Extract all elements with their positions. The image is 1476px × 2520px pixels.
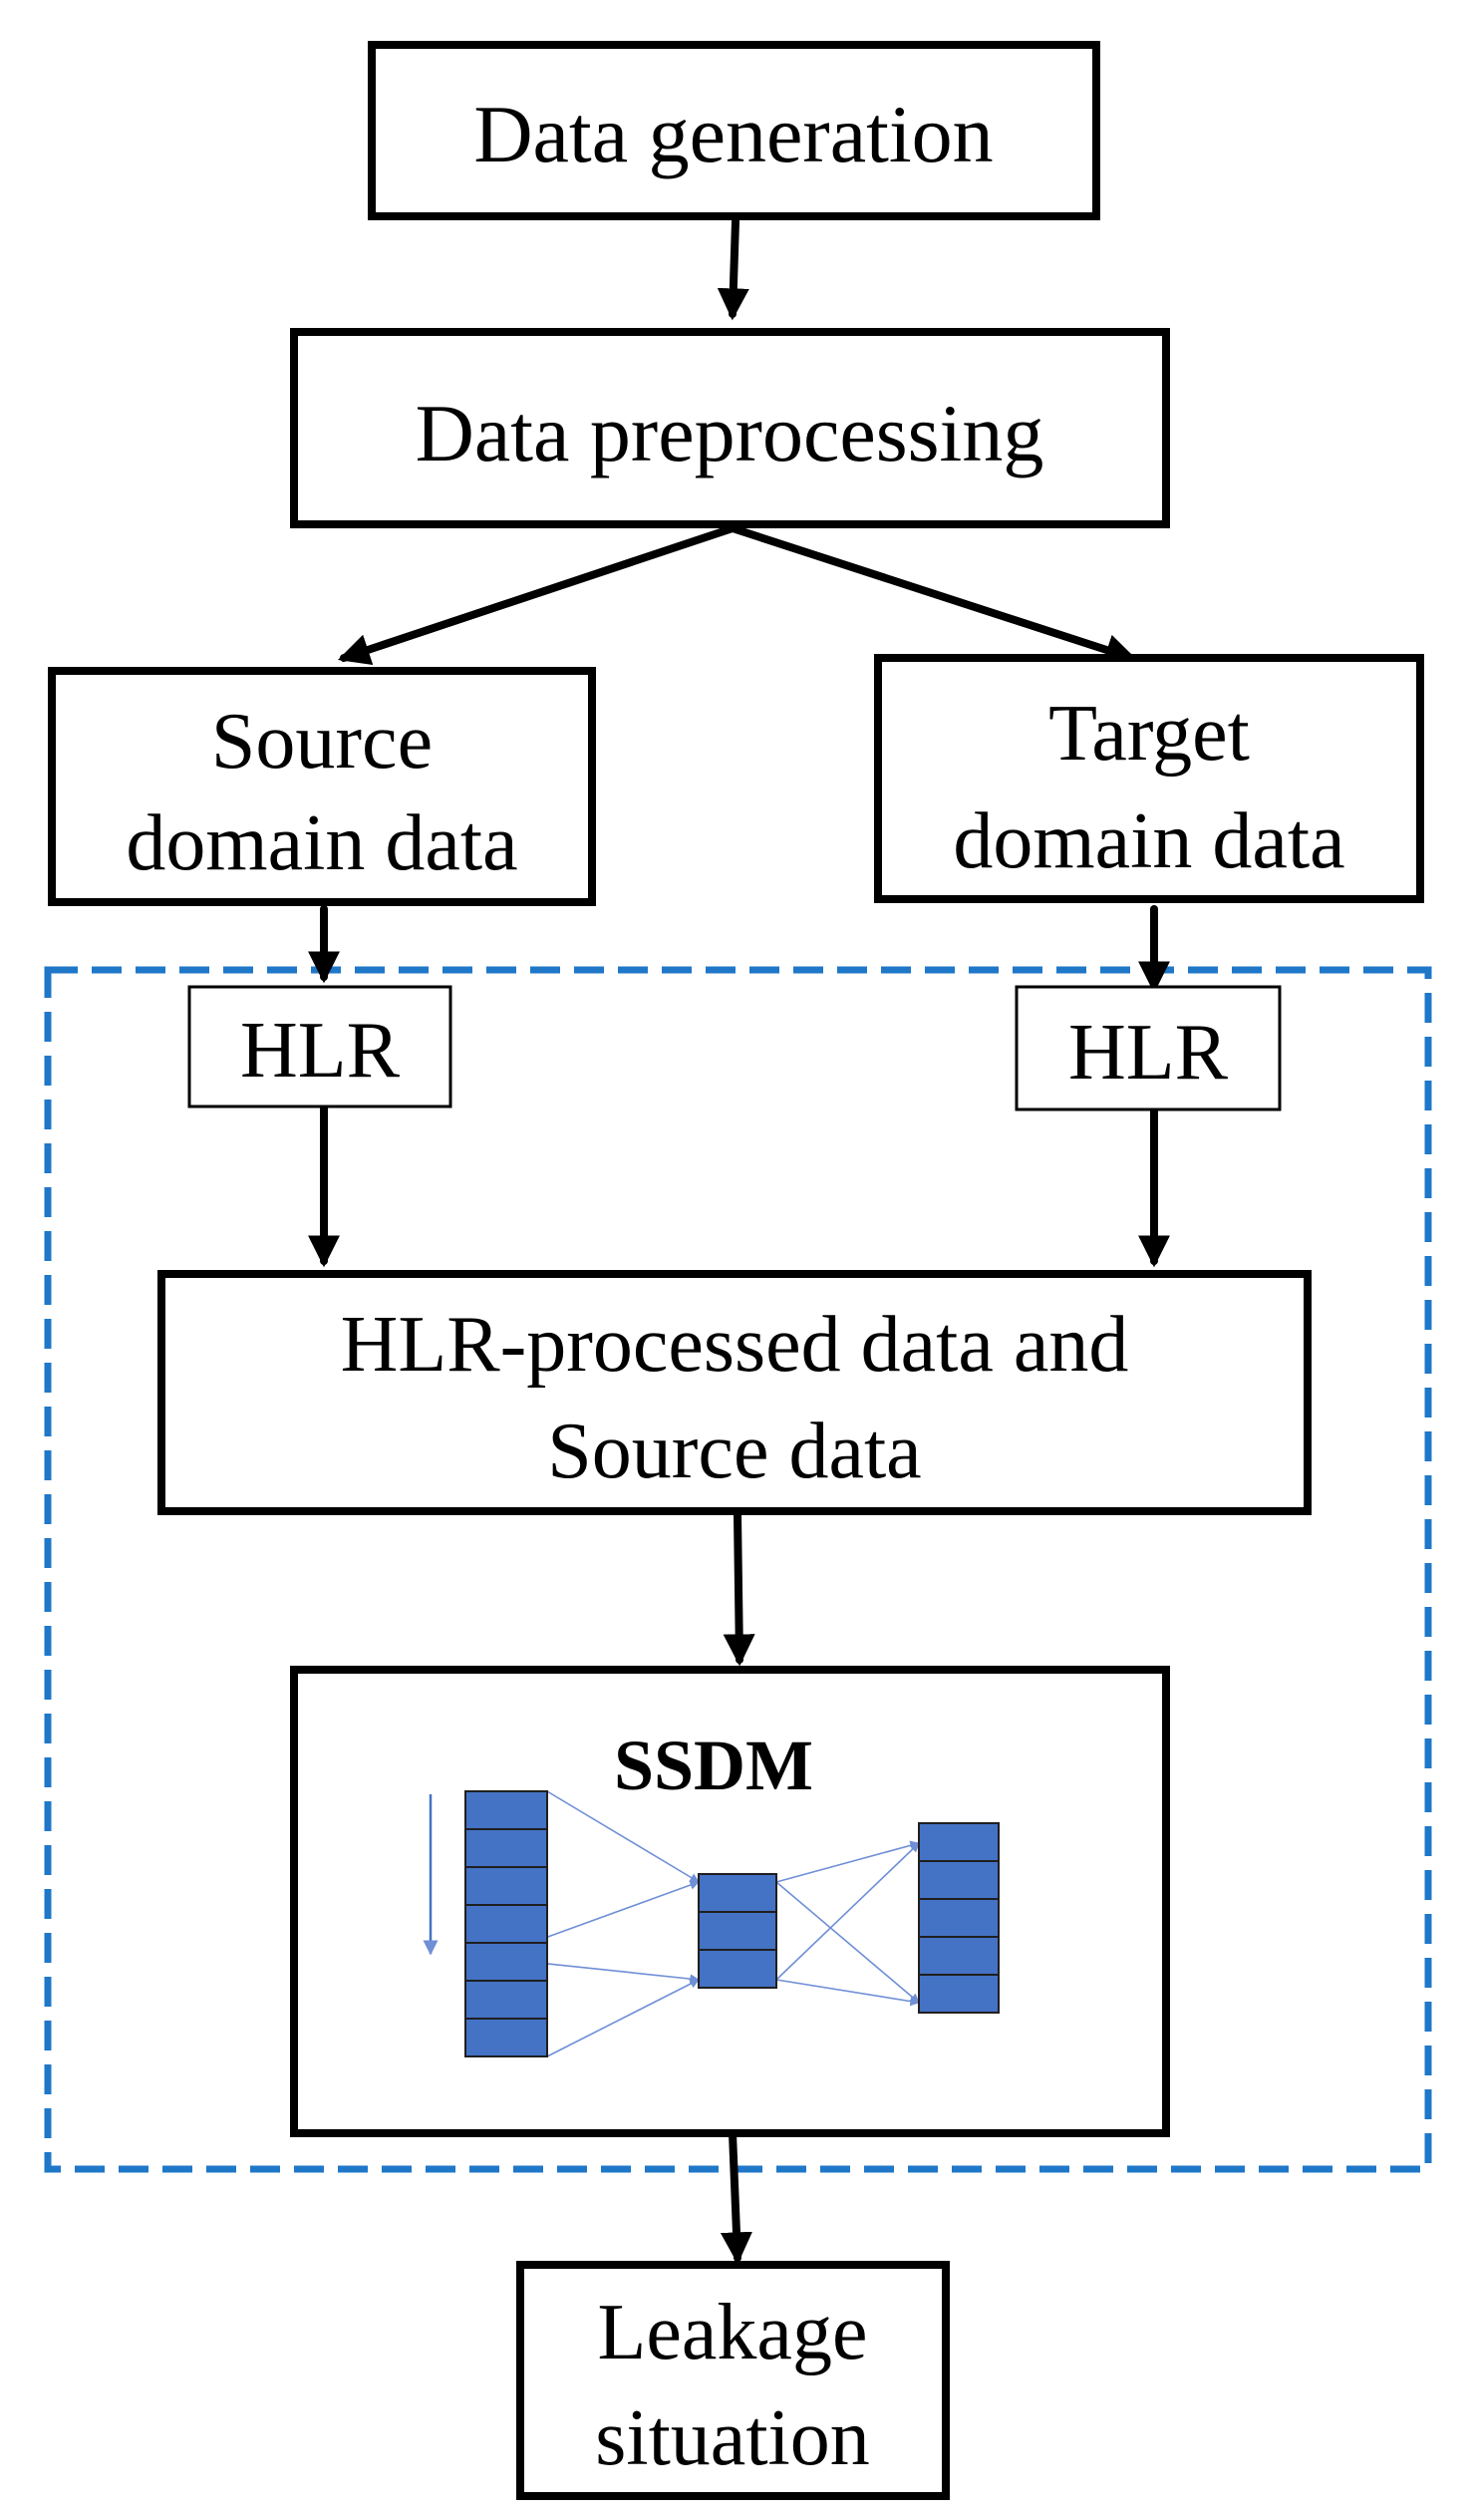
flow-arrows [308,217,1170,2265]
network-node-l2-3 [698,1949,777,1989]
network-node-l3-4 [918,1936,1000,1976]
network-layers [464,1790,1000,2057]
network-node-l2-1 [698,1873,777,1913]
network-node-l1-1 [464,1790,548,1830]
data-preprocessing-node: Data preprocessing [290,328,1170,528]
connection-8 [775,1979,920,2007]
target-domain-node: Target domain data [874,654,1424,903]
connection-2 [546,1880,700,1939]
leakage-label-line1: Leakage [598,2289,868,2376]
hlr-ssdm-region [44,966,1432,2173]
source-domain-label-line1: Source [211,698,433,786]
source-domain-node: Source domain data [48,667,596,906]
connection-4 [546,1979,700,2057]
target-domain-label-line2: domain data [953,797,1344,885]
network-node-l1-7 [464,2018,548,2057]
network-node-l3-2 [918,1860,1000,1900]
network-node-l1-6 [464,1980,548,2020]
connection-6 [775,1881,920,2004]
leakage-label-line2: situation [595,2394,870,2482]
connection-1 [546,1790,700,1883]
arrow-ssdm-to-leakage [720,2129,752,2265]
connection-7 [775,1842,920,1981]
hlr-processed-label-line2: Source data [547,1408,921,1495]
network-node-l3-3 [918,1898,1000,1938]
network-node-l1-5 [464,1942,548,1982]
data-preprocessing-label: Data preprocessing [416,388,1044,478]
hlr-target-node: HLR [1015,985,1282,1111]
data-generation-node: Data generation [368,41,1100,220]
ssdm-label: SSDM [614,1726,813,1805]
arrow-preprocessing-to-target [729,524,1138,666]
hlr-source-label: HLR [240,1007,401,1095]
data-generation-label: Data generation [473,89,993,179]
ssdm-network [423,1790,1000,2057]
source-domain-label-line2: domain data [126,799,517,887]
hlr-source-node: HLR [187,985,452,1108]
leakage-situation-node: Leakage situation [516,2261,950,2500]
ssdm-node: SSDM [290,1666,1170,2137]
connection-5 [775,1840,920,1883]
connection-3 [546,1963,700,1984]
target-domain-label-line1: Target [1048,690,1250,778]
hlr-processed-label-line1: HLR-processed data and [341,1301,1129,1389]
network-node-l1-3 [464,1866,548,1906]
network-connections [546,1790,920,2057]
network-node-l3-1 [918,1822,1000,1862]
arrow-preprocessing-to-source [337,524,737,666]
network-node-l1-2 [464,1828,548,1868]
arrow-generation-to-preprocessing [717,217,749,321]
network-node-l3-5 [918,1974,1000,2014]
arrow-processed-to-ssdm [723,1511,755,1667]
network-node-l1-4 [464,1904,548,1944]
hlr-processed-node: HLR-processed data and Source data [157,1270,1312,1515]
network-node-l2-2 [698,1911,777,1951]
hlr-target-label: HLR [1068,1009,1229,1097]
